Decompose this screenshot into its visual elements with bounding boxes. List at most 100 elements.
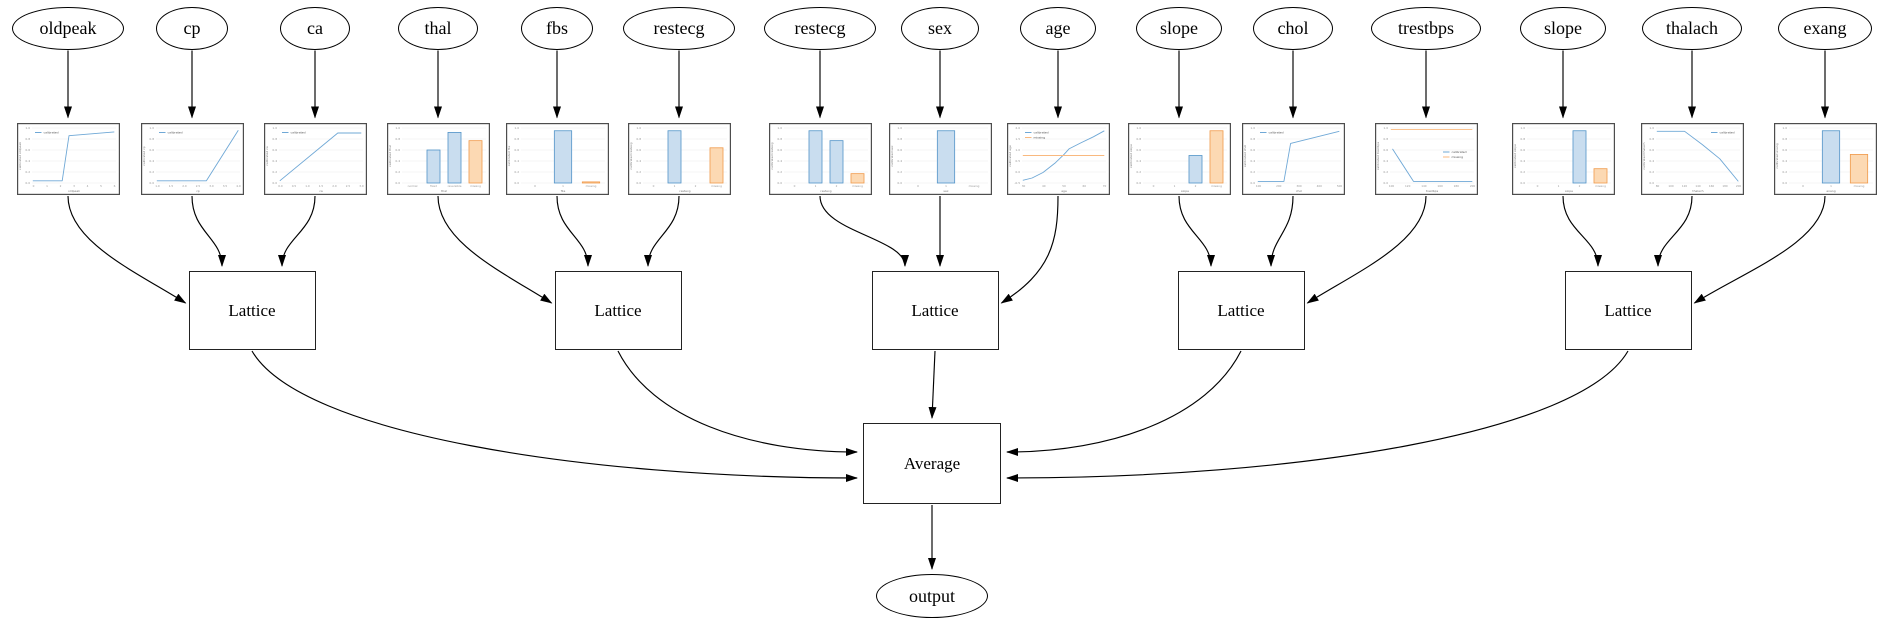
x-tick-label: 500 xyxy=(1336,184,1342,188)
y-tick-label: 0.4 xyxy=(636,159,641,163)
feature-node-ca: ca xyxy=(280,7,350,50)
feature-node-oldpeak: oldpeak xyxy=(12,7,124,50)
x-tick-label: 3.5 xyxy=(222,184,227,188)
x-tick-label: 40 xyxy=(1041,184,1045,188)
x-axis-label: thalach xyxy=(1692,189,1703,193)
series-line-calibrated xyxy=(156,129,239,182)
bar-2 xyxy=(829,140,843,184)
y-axis-label: calibrated oldpeak xyxy=(18,142,22,170)
x-tick-label: 1 xyxy=(945,184,947,188)
x-tick-label: 0 xyxy=(652,184,654,188)
x-tick-label: 180 xyxy=(1722,184,1728,188)
y-tick-label: 0.2 xyxy=(1520,170,1525,174)
x-tick-label: 0 xyxy=(1536,184,1538,188)
x-tick-label: 0 xyxy=(1152,184,1154,188)
y-tick-label: 1.0 xyxy=(1250,126,1255,130)
output-node: output xyxy=(876,574,988,618)
feature-label: restecg xyxy=(653,18,705,38)
feature-node-cp: cp xyxy=(156,7,228,50)
y-tick-label: 0.8 xyxy=(25,137,30,141)
average-label: Average xyxy=(903,453,961,473)
y-tick-label: 0.0 xyxy=(25,181,30,185)
y-tick-label: 1.5 xyxy=(1015,137,1020,141)
y-tick-label: 0.6 xyxy=(1649,148,1654,152)
average-box: Average xyxy=(863,423,1001,504)
y-tick-label: 0.2 xyxy=(777,170,782,174)
x-tick-label: 1.5 xyxy=(318,184,323,188)
y-tick-label: 1.0 xyxy=(1383,126,1388,130)
y-axis-label: calibrated ca xyxy=(265,146,269,166)
y-tick-label: 1.0 xyxy=(1015,148,1020,152)
edge-calibrator-to-lattice-3 xyxy=(1000,195,1059,304)
x-tick-label: 100 xyxy=(1255,184,1261,188)
lattice-box-1: Lattice xyxy=(188,271,316,350)
y-tick-label: 1.0 xyxy=(897,126,902,130)
bar-2 xyxy=(1572,130,1586,184)
x-tick-label: 1 xyxy=(1830,184,1832,188)
y-tick-label: 0.6 xyxy=(897,148,902,152)
feature-label: fbs xyxy=(546,18,568,38)
x-tick-label: missing xyxy=(711,184,722,188)
y-tick-label: 0.2 xyxy=(25,170,30,174)
series-line-calibrated xyxy=(1257,130,1339,182)
y-tick-label: 0.0 xyxy=(897,181,902,185)
edge-lattice-to-average xyxy=(617,350,858,456)
edge-calibrator-to-lattice-4 xyxy=(1306,195,1427,304)
x-tick-label: 2 xyxy=(694,184,696,188)
y-tick-label: 0.4 xyxy=(1782,159,1787,163)
y-tick-label: 0.6 xyxy=(1383,148,1388,152)
x-axis-label: age xyxy=(1061,189,1067,193)
x-tick-label: 200 xyxy=(1469,184,1475,188)
legend-label: calibrated xyxy=(1719,131,1734,135)
x-tick-label: 50 xyxy=(1062,184,1066,188)
feature-node-slope: slope xyxy=(1136,7,1222,50)
y-axis-label: calibrated restecg xyxy=(629,142,633,169)
x-tick-label: 160 xyxy=(1708,184,1714,188)
y-tick-label: 0.0 xyxy=(1250,181,1255,185)
y-tick-label: 0.4 xyxy=(1250,159,1255,163)
y-tick-label: 0.2 xyxy=(1383,170,1388,174)
feature-label: restecg xyxy=(794,18,846,38)
y-tick-label: 0.4 xyxy=(777,159,782,163)
lattice-label: Lattice xyxy=(1217,300,1265,320)
y-tick-label: 1.0 xyxy=(636,126,641,130)
y-tick-label: 0.0 xyxy=(149,181,154,185)
x-axis-label: trestbps xyxy=(1425,189,1438,193)
y-tick-label: 0.5 xyxy=(1015,159,1020,163)
lattice-box-4: Lattice xyxy=(1177,271,1305,350)
feature-node-exang: exang xyxy=(1778,7,1872,50)
series-line-calibrated xyxy=(1656,130,1739,182)
x-axis-label: oldpeak xyxy=(68,189,80,193)
y-tick-label: 0.6 xyxy=(395,148,400,152)
feature-label: oldpeak xyxy=(39,18,97,38)
x-tick-label: missing xyxy=(470,184,481,188)
x-axis-label: chol xyxy=(1295,189,1301,193)
y-axis-label: calibrated slope xyxy=(1129,144,1133,168)
y-tick-label: 0.6 xyxy=(636,148,641,152)
x-tick-label: 0.0 xyxy=(278,184,283,188)
x-tick-label: 400 xyxy=(1316,184,1322,188)
y-axis-label: calibrated trestbps xyxy=(1376,141,1380,170)
x-tick-label: fixed xyxy=(430,184,437,188)
x-tick-label: 2 xyxy=(1194,184,1196,188)
x-axis-label: restecg xyxy=(820,189,831,193)
x-tick-label: 200 xyxy=(1735,184,1741,188)
legend-label: calibrated xyxy=(1268,131,1283,135)
x-tick-label: 2.5 xyxy=(345,184,350,188)
y-axis-label: calibrated restecg xyxy=(770,142,774,169)
y-tick-label: 0.6 xyxy=(514,148,519,152)
x-tick-label: missing xyxy=(968,184,979,188)
x-tick-label: 60 xyxy=(1082,184,1086,188)
x-axis-label: cp xyxy=(196,189,200,193)
x-tick-label: 120 xyxy=(1681,184,1687,188)
edge-calibrator-to-lattice-1 xyxy=(278,195,316,267)
